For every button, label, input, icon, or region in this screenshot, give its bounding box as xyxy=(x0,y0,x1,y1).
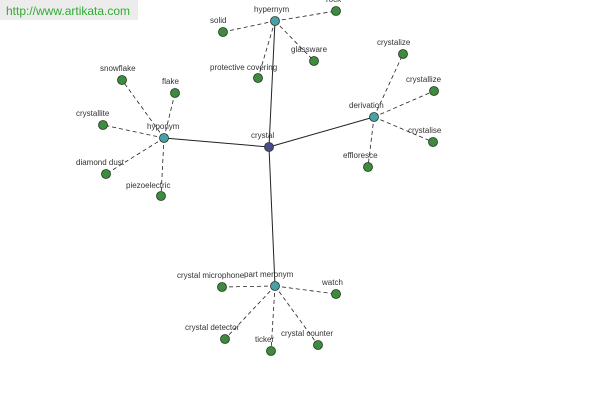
watermark-link[interactable]: http://www.artikata.com xyxy=(0,0,138,20)
node-piezoelectric[interactable] xyxy=(156,191,166,201)
edge-hypernym-glassware xyxy=(274,20,315,62)
node-center-crystal[interactable] xyxy=(264,142,274,152)
edge-hypernym-rock xyxy=(274,10,337,22)
edge-crystal-derivation xyxy=(268,116,375,148)
edge-hyponym-diamond-dust xyxy=(105,137,165,175)
node-label-crystalise[interactable]: crystalise xyxy=(408,126,442,135)
edge-part-meronym-crystal-counter xyxy=(274,285,319,346)
edge-derivation-crystallize xyxy=(373,90,435,118)
edge-hypernym-protective-covering xyxy=(257,20,276,79)
node-label-crystal-microphone[interactable]: crystal microphone xyxy=(177,271,245,280)
edge-crystal-hyponym xyxy=(163,137,270,148)
node-label-part-meronym[interactable]: part meronym xyxy=(244,270,294,279)
node-crystallite[interactable] xyxy=(98,120,108,130)
edge-hyponym-flake xyxy=(163,92,176,139)
node-crystalize[interactable] xyxy=(398,49,408,59)
node-label-solid[interactable]: solid xyxy=(210,16,226,25)
node-relation-part-meronym[interactable] xyxy=(270,281,280,291)
node-label-crystalize[interactable]: crystalize xyxy=(377,38,411,47)
edge-hyponym-piezoelectric xyxy=(160,137,165,197)
node-relation-hyponym[interactable] xyxy=(159,133,169,143)
node-label-crystallite[interactable]: crystallite xyxy=(76,109,110,118)
node-label-hyponym[interactable]: hyponym xyxy=(147,122,180,131)
edge-part-meronym-crystal-microphone xyxy=(221,285,276,288)
node-label-crystal[interactable]: crystal xyxy=(251,131,274,140)
node-glassware[interactable] xyxy=(309,56,319,66)
edge-derivation-effloresce xyxy=(367,116,375,168)
node-diamond-dust[interactable] xyxy=(101,169,111,179)
node-relation-derivation[interactable] xyxy=(369,112,379,122)
node-label-ticker[interactable]: ticker xyxy=(255,335,274,344)
node-label-protective-covering[interactable]: protective covering xyxy=(210,63,277,72)
node-label-snowflake[interactable]: snowflake xyxy=(100,64,136,73)
edge-hyponym-snowflake xyxy=(121,79,165,139)
edge-derivation-crystalise xyxy=(373,116,434,143)
node-effloresce[interactable] xyxy=(363,162,373,172)
edge-part-meronym-crystal-detector xyxy=(224,285,276,340)
node-crystalise[interactable] xyxy=(428,137,438,147)
node-ticker[interactable] xyxy=(266,346,276,356)
node-label-derivation[interactable]: derivation xyxy=(349,101,384,110)
node-label-watch[interactable]: watch xyxy=(321,278,343,287)
edge-crystal-hypernym xyxy=(268,20,276,148)
node-relation-hypernym[interactable] xyxy=(270,16,280,26)
node-crystal-counter[interactable] xyxy=(313,340,323,350)
node-label-glassware[interactable]: glassware xyxy=(291,45,328,54)
node-rock[interactable] xyxy=(331,6,341,16)
node-label-crystal-counter[interactable]: crystal counter xyxy=(281,329,333,338)
node-label-hypernym[interactable]: hypernym xyxy=(254,5,289,14)
node-label-effloresce[interactable]: effloresce xyxy=(343,151,378,160)
edge-crystal-part-meronym xyxy=(268,146,276,287)
edge-part-meronym-watch xyxy=(274,285,337,295)
node-label-rock[interactable]: rock xyxy=(326,0,342,4)
edge-hypernym-solid xyxy=(222,20,276,33)
edge-part-meronym-ticker xyxy=(270,285,276,352)
node-label-flake[interactable]: flake xyxy=(162,77,179,86)
edge-derivation-crystalize xyxy=(373,53,404,118)
node-snowflake[interactable] xyxy=(117,75,127,85)
node-label-crystal-detector[interactable]: crystal detector xyxy=(185,323,240,332)
edge-hyponym-crystallite xyxy=(102,124,165,139)
node-watch[interactable] xyxy=(331,289,341,299)
node-crystal-microphone[interactable] xyxy=(217,282,227,292)
node-crystallize[interactable] xyxy=(429,86,439,96)
node-solid[interactable] xyxy=(218,27,228,37)
node-flake[interactable] xyxy=(170,88,180,98)
node-label-crystallize[interactable]: crystallize xyxy=(406,75,442,84)
node-crystal-detector[interactable] xyxy=(220,334,230,344)
node-label-piezoelectric[interactable]: piezoelectric xyxy=(126,181,170,190)
node-label-diamond-dust[interactable]: diamond dust xyxy=(76,158,125,167)
node-protective-covering[interactable] xyxy=(253,73,263,83)
